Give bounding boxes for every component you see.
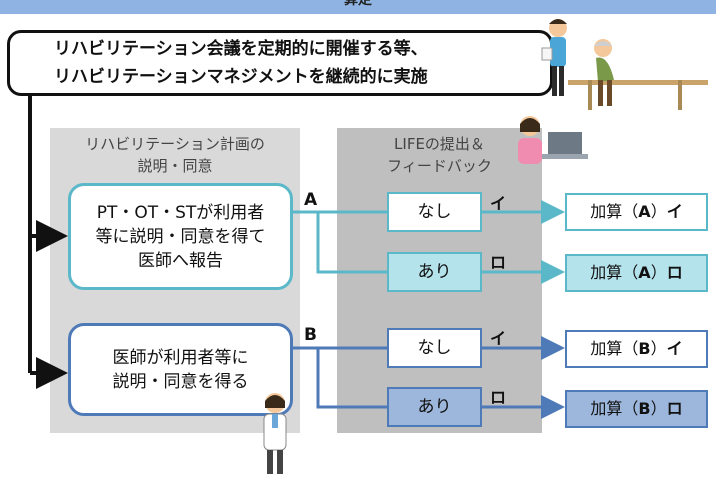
top-banner-title: 算定	[344, 0, 372, 8]
life-heading-line1: LIFEの提出＆	[394, 135, 485, 153]
mark-a-ro: ロ	[490, 253, 507, 272]
rehab-staff-with-elder-illustration	[541, 19, 708, 110]
option-a-nashi: なし	[387, 192, 482, 232]
option-b-ari: あり	[387, 387, 482, 427]
box-b-line1: 医師が利用者等に	[112, 347, 249, 368]
nurse-at-laptop-illustration	[518, 116, 588, 164]
plan-consent-heading: リハビリテーション計画の 説明・同意	[50, 133, 300, 177]
box-a-line2: 等に説明・同意を得て	[95, 226, 266, 247]
result-addition-a-i: 加算（A）イ	[565, 193, 708, 231]
result-addition-b-ro: 加算（B）ロ	[565, 390, 708, 428]
life-heading-line2: フィードバック	[387, 157, 492, 175]
result-addition-b-i: 加算（B）イ	[565, 330, 708, 368]
policy-line1: リハビリテーション会議を定期的に開催する等、	[54, 39, 428, 59]
line-a-to-ari	[316, 212, 387, 274]
top-banner	[0, 0, 716, 14]
option-a-ari: あり	[387, 252, 482, 292]
mark-b-i: イ	[490, 329, 507, 348]
continuous-management-box: リハビリテーション会議を定期的に開催する等、 リハビリテーションマネジメントを継…	[7, 30, 553, 96]
line-b-to-ari	[316, 348, 387, 409]
plan-heading-line1: リハビリテーション計画の	[85, 135, 265, 153]
option-b-nashi: なし	[387, 328, 482, 368]
box-a-line3: 医師へ報告	[138, 250, 223, 271]
therapist-consent-box: PT・OT・STが利用者 等に説明・同意を得て 医師へ報告	[68, 183, 293, 290]
result-addition-a-ro: 加算（A）ロ	[565, 254, 708, 292]
life-feedback-heading: LIFEの提出＆ フィードバック	[337, 133, 542, 177]
box-b-line2: 説明・同意を得る	[112, 371, 249, 392]
branch-a-label: A	[304, 190, 318, 210]
branch-b-label: B	[304, 325, 317, 345]
box-a-line1: PT・OT・STが利用者	[96, 202, 265, 223]
policy-line2: リハビリテーションマネジメントを継続的に実施	[54, 67, 428, 87]
mark-b-ro: ロ	[490, 388, 507, 407]
doctor-illustration	[263, 393, 287, 474]
plan-heading-line2: 説明・同意	[137, 157, 213, 175]
mark-a-i: イ	[490, 194, 507, 213]
doctor-consent-box: 医師が利用者等に 説明・同意を得る	[68, 323, 293, 416]
